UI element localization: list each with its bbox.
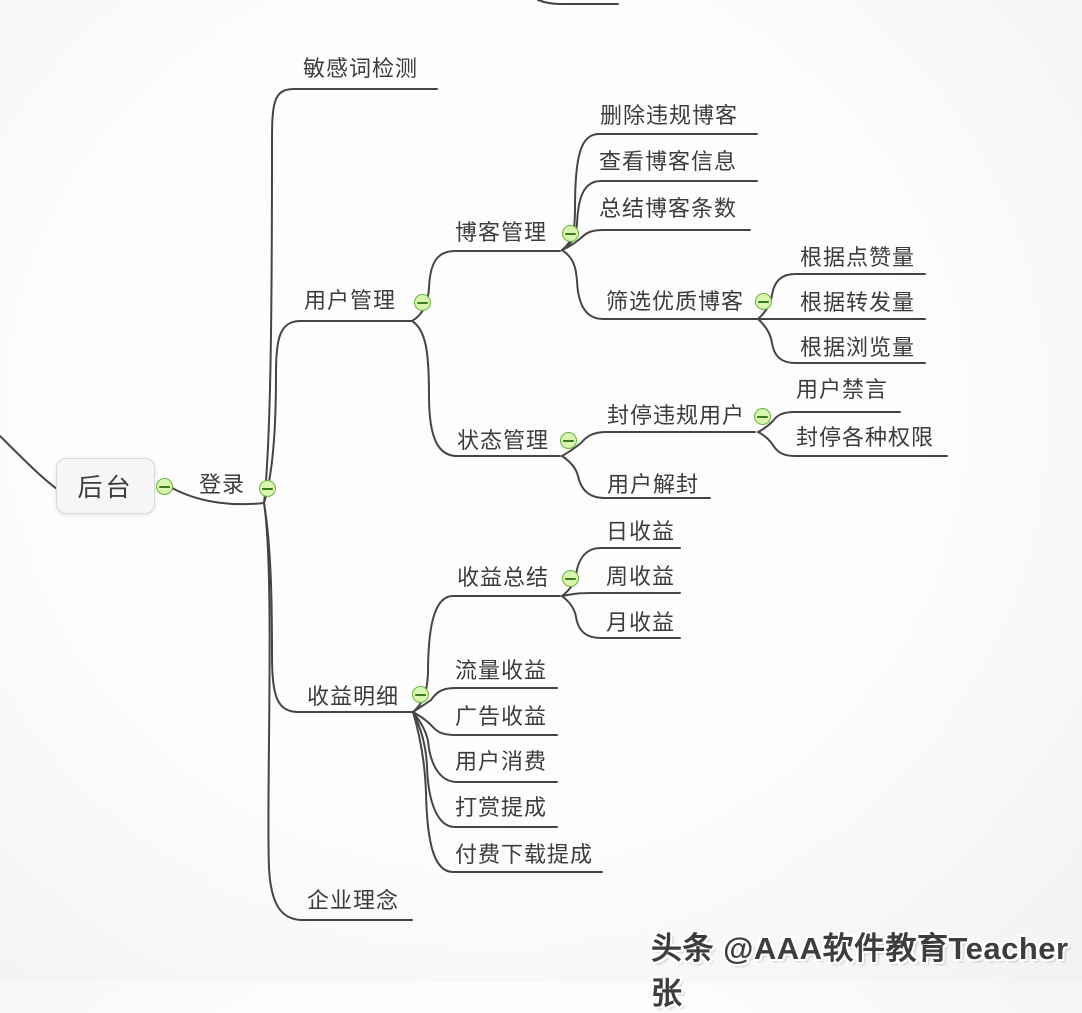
edge-status-mgmt-to-unban-user <box>561 455 711 499</box>
node-monthly-income[interactable]: 月收益 <box>606 610 676 635</box>
collapse-button-blog-mgmt[interactable] <box>562 225 579 242</box>
node-sum-blog[interactable]: 总结博客条数 <box>599 196 738 221</box>
node-ad-income[interactable]: 广告收益 <box>455 704 548 729</box>
collapse-button-root[interactable] <box>156 478 173 495</box>
watermark-text: 头条 @AAA软件教育Teacher张 <box>651 931 1069 1011</box>
edge-login-to-user-mgmt <box>263 320 413 504</box>
edge-status-mgmt-to-ban-user <box>561 431 756 457</box>
edge-filter-blog-to-by-likes <box>757 273 926 320</box>
node-view-blog[interactable]: 查看博客信息 <box>599 149 738 174</box>
collapse-button-income-detail[interactable] <box>412 686 429 703</box>
node-unban-user[interactable]: 用户解封 <box>607 472 700 497</box>
node-income-sum[interactable]: 收益总结 <box>457 565 550 590</box>
root-node-label: 后台 <box>77 474 134 502</box>
edge-blog-mgmt-to-filter-blog <box>561 249 759 320</box>
edge-blog-mgmt-to-sum-blog <box>561 229 751 251</box>
edge-blog-mgmt-to-view-blog <box>561 180 758 251</box>
edge-login-to-philosophy <box>263 502 413 921</box>
node-delete-blog[interactable]: 删除违规博客 <box>600 103 739 128</box>
node-by-shares[interactable]: 根据转发量 <box>800 290 916 315</box>
root-node[interactable]: 后台 <box>56 458 155 514</box>
collapse-button-income-sum[interactable] <box>562 570 579 587</box>
node-by-views[interactable]: 根据浏览量 <box>800 335 916 360</box>
edge-income-sum-to-monthly <box>561 595 681 639</box>
node-blog-mgmt[interactable]: 博客管理 <box>455 220 548 245</box>
node-user-mgmt[interactable]: 用户管理 <box>304 288 397 313</box>
node-filter-blog[interactable]: 筛选优质博客 <box>606 289 745 314</box>
edge-user-mgmt-to-blog-mgmt <box>411 250 561 322</box>
node-by-likes[interactable]: 根据点赞量 <box>800 245 916 270</box>
edge-income-detail-to-user-consume <box>412 711 558 783</box>
edge-filter-blog-to-by-views <box>757 318 926 364</box>
collapse-button-status-mgmt[interactable] <box>560 432 577 449</box>
edge-offscreen-to-root <box>0 435 58 490</box>
collapse-button-login[interactable] <box>259 480 276 497</box>
node-traffic-income[interactable]: 流量收益 <box>455 658 548 683</box>
node-tip-commission[interactable]: 打赏提成 <box>455 795 548 820</box>
node-user-consume[interactable]: 用户消费 <box>455 749 548 774</box>
edge-ban-user-to-ban-perms <box>757 431 948 457</box>
edge-income-sum-to-weekly <box>561 592 681 597</box>
node-status-mgmt[interactable]: 状态管理 <box>457 428 550 453</box>
edge-user-mgmt-to-status-mgmt <box>411 320 561 457</box>
node-philosophy[interactable]: 企业理念 <box>307 888 400 913</box>
edge-income-detail-to-tip-commission <box>412 711 558 828</box>
edge-income-detail-to-ad-income <box>412 711 558 736</box>
edge-income-detail-to-paid-download <box>412 711 603 873</box>
node-mute-user[interactable]: 用户禁言 <box>796 377 889 402</box>
node-ban-user[interactable]: 封停违规用户 <box>607 403 746 428</box>
node-weekly-income[interactable]: 周收益 <box>606 564 676 589</box>
edge-login-to-sensitive-word-check <box>263 88 438 504</box>
edge-ban-user-to-mute-user <box>757 411 901 433</box>
collapse-button-user-mgmt[interactable] <box>414 294 431 311</box>
node-login[interactable]: 登录 <box>199 472 246 497</box>
node-ban-perms[interactable]: 封停各种权限 <box>796 425 935 450</box>
edge-top-cutoff-node <box>537 0 619 5</box>
branch-connectors <box>0 0 948 921</box>
edge-root-to-login <box>171 487 265 506</box>
node-daily-income[interactable]: 日收益 <box>606 519 676 544</box>
collapse-button-ban-user[interactable] <box>754 408 771 425</box>
edge-income-detail-to-traffic-income <box>412 687 558 713</box>
collapse-button-filter-blog[interactable] <box>755 293 772 310</box>
node-sensitive-word-check[interactable]: 敏感词检测 <box>303 56 419 81</box>
node-paid-download-commission[interactable]: 付费下载提成 <box>455 842 594 867</box>
edge-login-to-income-detail <box>263 502 413 713</box>
node-income-detail[interactable]: 收益明细 <box>307 684 400 709</box>
